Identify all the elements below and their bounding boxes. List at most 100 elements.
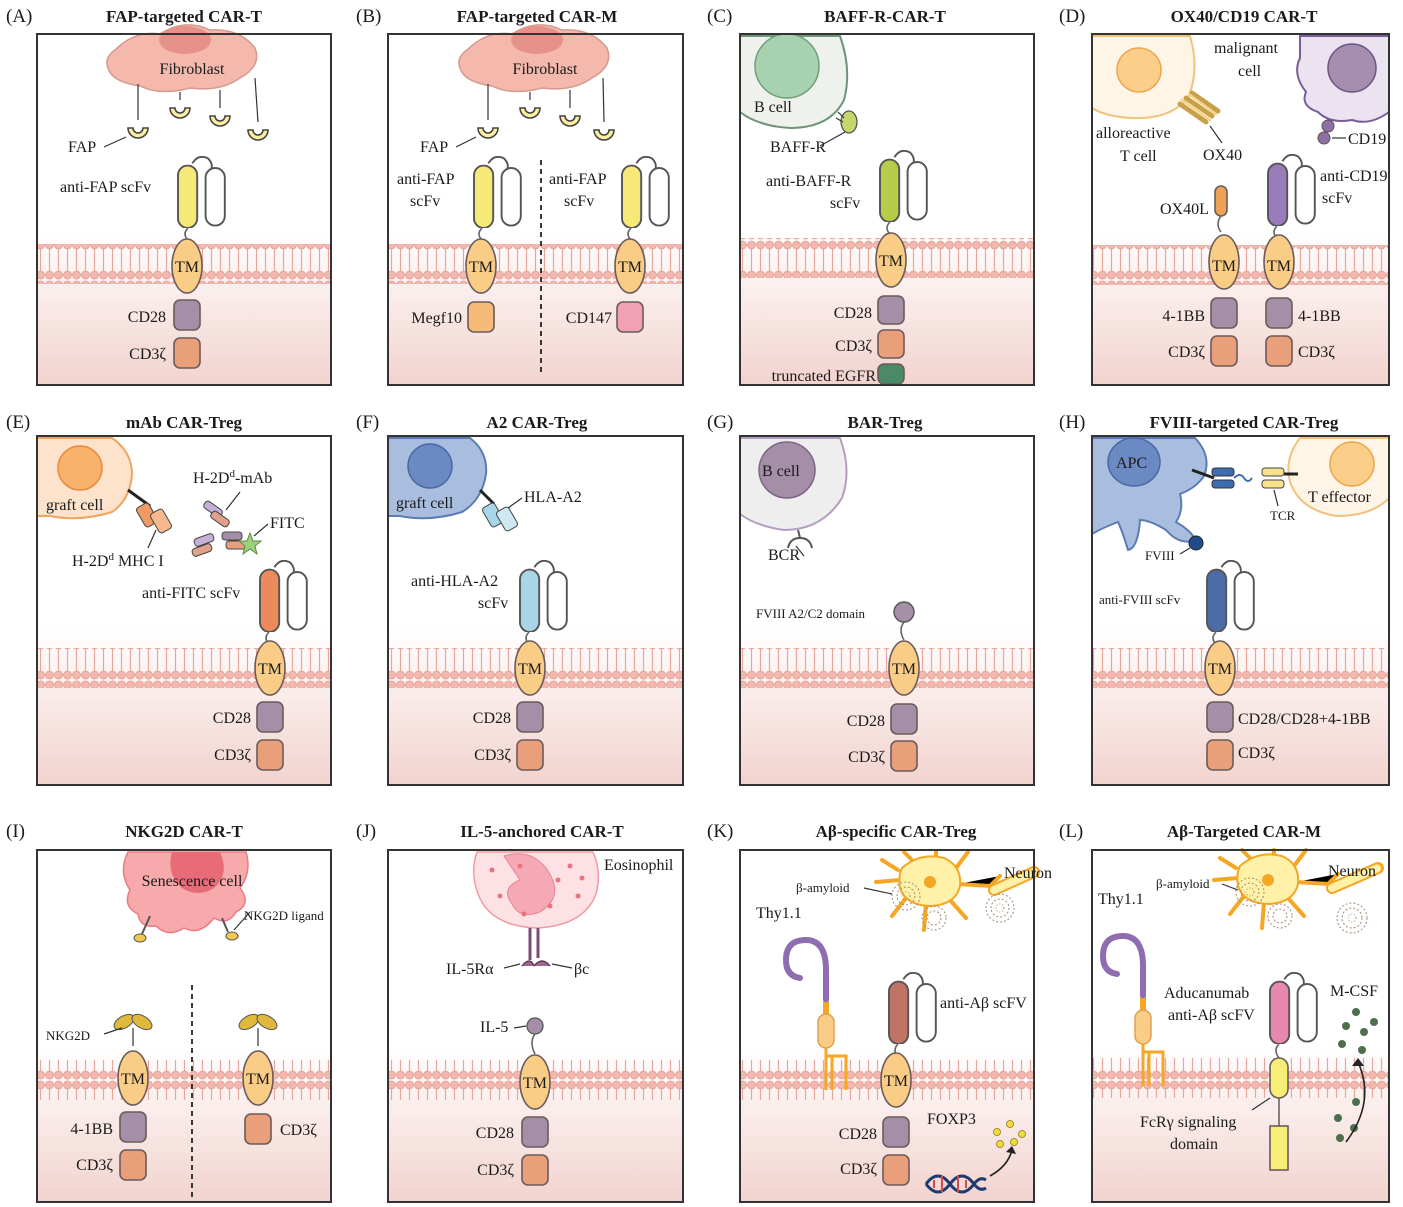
- foxp3-particles: [993, 1120, 1026, 1148]
- binder-label: scFv: [410, 193, 440, 210]
- tm-domain: [242, 1050, 274, 1106]
- cd3z-domain: [1210, 335, 1238, 367]
- apc-label: APC: [1116, 455, 1147, 472]
- bcr-label: BCR: [768, 547, 800, 564]
- panel-e: (E) mAb CAR-Treg graft cell H-2Dd MHC I …: [6, 412, 332, 786]
- cd28-label: CD28: [213, 710, 251, 727]
- tm-domain: [117, 1050, 149, 1106]
- cell-membrane: [37, 648, 331, 688]
- panel-title: A2 CAR-Treg: [487, 413, 588, 432]
- panel-c: (C) BAFF-R-CAR-T B cell BAFF-R anti-BAFF…: [707, 6, 1035, 386]
- cd28-domain: [882, 1116, 910, 1148]
- cd3z-domain: [1206, 739, 1234, 771]
- 41bb-label: 4-1BB: [1298, 308, 1341, 325]
- amyloid-plaques: [1235, 877, 1368, 934]
- tm-domain: [888, 640, 920, 696]
- megf10-label: Megf10: [411, 310, 462, 327]
- dna-icon: [924, 1174, 987, 1194]
- binder-label: anti-BAFF-R: [766, 173, 852, 190]
- t-cell-label: T cell: [1120, 148, 1157, 165]
- ox40l-domain: [1214, 185, 1228, 217]
- binder-label: scFv: [564, 193, 594, 210]
- tcr-label: TCR: [1270, 508, 1296, 523]
- panel-title: NKG2D CAR-T: [125, 822, 243, 841]
- panel-frame: [36, 33, 332, 386]
- tm-label: TM: [523, 1075, 547, 1092]
- panel-g: (G) BAR-Treg B cell BCR FVIII A2/C2 doma…: [707, 412, 1035, 786]
- malignant-cell-nucleus: [1327, 43, 1377, 93]
- hla-a2-antigen: [478, 488, 518, 532]
- panel-frame: [387, 33, 684, 386]
- cd3z-domain: [521, 1154, 549, 1186]
- cd28-label: CD28: [847, 713, 885, 730]
- tm-label: TM: [518, 661, 542, 678]
- arrow: [1345, 1061, 1366, 1143]
- binder-label: scFv: [1322, 190, 1352, 207]
- tm-domain: [1269, 1057, 1289, 1099]
- neuron-cell: [1212, 848, 1384, 930]
- neuron-label: Neuron: [1004, 865, 1052, 882]
- tm-label: TM: [1208, 661, 1232, 678]
- foxp3-label: FOXP3: [927, 1111, 976, 1128]
- binder-label: anti-HLA-A2: [411, 573, 498, 590]
- scfv-domain: [888, 972, 937, 1044]
- cell-membrane: [37, 1060, 331, 1100]
- h2dd-mab: [191, 500, 247, 557]
- baff-r-antigen: [840, 110, 858, 134]
- fcr-signaling-domain: [1269, 1125, 1289, 1171]
- panel-title: BAFF-R-CAR-T: [824, 7, 946, 26]
- binder-label: scFv: [830, 195, 860, 212]
- panel-letter: (C): [707, 6, 732, 27]
- mcsf-particles: [1334, 1008, 1378, 1142]
- panel-letter: (H): [1059, 412, 1085, 433]
- graft-cell-label: graft cell: [46, 497, 104, 514]
- panel-title: FVIII-targeted CAR-Treg: [1150, 413, 1339, 432]
- cd28-domain: [173, 299, 201, 331]
- 41bb-label: 4-1BB: [1162, 308, 1205, 325]
- graft-cell-nucleus: [407, 443, 453, 489]
- 41bb-domain: [119, 1111, 147, 1143]
- scfv-domain: [1206, 560, 1255, 632]
- senescence-nucleus: [170, 852, 224, 893]
- cd3z-label: CD3ζ: [835, 338, 872, 355]
- cd28-label: CD28: [476, 1125, 514, 1142]
- malignant-cell-label: malignant: [1214, 40, 1279, 57]
- mhc-label: H-2Dd MHC I: [72, 551, 164, 570]
- cd28-domain: [877, 295, 905, 325]
- fibroblast-cell: [106, 24, 258, 93]
- tm-domain: [880, 1052, 912, 1108]
- thy11-label: Thy1.1: [756, 905, 802, 922]
- panel-title: FAP-targeted CAR-T: [106, 7, 263, 26]
- amyloid-label: β-amyloid: [796, 880, 850, 895]
- baff-r-label: BAFF-R: [770, 139, 826, 156]
- tm-domain: [1208, 234, 1240, 290]
- cd3z-label: CD3ζ: [477, 1162, 514, 1179]
- cd3z-domain: [882, 1154, 910, 1186]
- fibroblast-cell: [458, 24, 610, 93]
- panel-title: BAR-Treg: [848, 413, 923, 432]
- panel-b: (B) FAP-targeted CAR-M Fibroblast FAP an…: [356, 6, 684, 386]
- cd28-label: CD28: [128, 309, 166, 326]
- ox40-antigen: [1177, 90, 1221, 125]
- thy11-marker: [782, 936, 848, 1090]
- nkg2d-receptor: [113, 1013, 153, 1046]
- scfv-domain: [621, 156, 670, 228]
- cd19-antigen: [1321, 119, 1335, 133]
- fap-antigen-group: [127, 77, 269, 141]
- tm-domain: [875, 232, 907, 288]
- cd3z-domain: [1265, 335, 1293, 367]
- panel-letter: (A): [6, 6, 32, 27]
- cd28-label: CD28: [834, 305, 872, 322]
- bcr-receptor: [787, 529, 813, 549]
- binder-label: anti-CD19: [1320, 168, 1388, 185]
- cd3z-label: CD3ζ: [474, 747, 511, 764]
- binder-label: anti-FAP: [397, 171, 455, 188]
- egfr-label: truncated EGFR: [772, 368, 877, 385]
- tcr-receptor: [1261, 467, 1298, 489]
- tm-label: TM: [892, 661, 916, 678]
- panel-title: IL-5-anchored CAR-T: [460, 822, 624, 841]
- panel-i: (I) NKG2D CAR-T Senescence cell NKG2D li…: [6, 821, 332, 1203]
- t-effector-nucleus: [1329, 441, 1375, 487]
- egfr-domain: [877, 363, 905, 385]
- cd3z-domain: [877, 329, 905, 359]
